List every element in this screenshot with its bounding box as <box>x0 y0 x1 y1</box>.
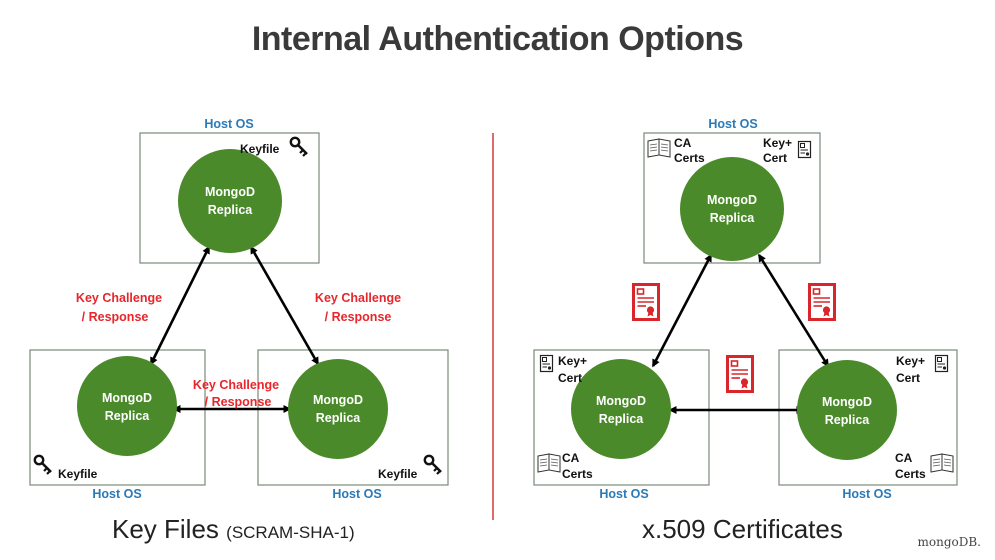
caption-key-files-sub: (SCRAM-SHA-1) <box>226 523 355 542</box>
replica-node-left <box>77 356 177 456</box>
ca-certs-label: CA <box>674 136 692 150</box>
replica-node-left <box>571 359 671 459</box>
replica-label: MongoD <box>205 185 255 199</box>
key-cert-label: Cert <box>558 371 582 385</box>
keyfile-diagram: Host OS Host OS Host OS MongoD Replica M… <box>29 117 449 501</box>
certificate-icon <box>807 282 837 322</box>
replica-label: MongoD <box>707 193 757 207</box>
key-icon <box>33 454 53 476</box>
ca-certs-label: Certs <box>562 467 593 481</box>
arrow-top-left <box>149 245 211 366</box>
replica-label: MongoD <box>102 391 152 405</box>
ca-certs-book-icon <box>537 453 561 473</box>
challenge-label-left: Key Challenge <box>76 291 162 305</box>
replica-node-right <box>797 360 897 460</box>
key-cert-icon <box>797 140 812 159</box>
ca-certs-label: Certs <box>674 151 705 165</box>
x509-diagram: Host OS Host OS Host OS MongoD Replica M… <box>533 117 958 501</box>
host-label-right: Host OS <box>332 487 381 501</box>
challenge-label-bottom: Key Challenge <box>193 378 279 392</box>
replica-label: Replica <box>105 409 151 423</box>
key-cert-icon <box>539 354 554 373</box>
ca-certs-book-icon <box>647 138 671 158</box>
key-cert-label: Key+ <box>763 136 792 150</box>
host-box-right <box>778 349 958 486</box>
replica-node-right <box>288 359 388 459</box>
keyfile-label-top: Keyfile <box>240 142 280 156</box>
host-label-left: Host OS <box>92 487 141 501</box>
ca-certs-label: CA <box>562 451 580 465</box>
replica-label: Replica <box>599 412 645 426</box>
host-label-top: Host OS <box>708 117 757 131</box>
keyfile-label-left: Keyfile <box>58 467 98 481</box>
arrow-top-right <box>249 245 320 366</box>
challenge-label-right: / Response <box>325 310 392 324</box>
host-box-left <box>29 349 206 486</box>
arrow-top-left <box>651 253 713 368</box>
replica-label: Replica <box>316 411 362 425</box>
replica-node-top <box>178 149 282 253</box>
caption-x509: x.509 Certificates <box>642 514 843 544</box>
key-icon <box>289 136 309 158</box>
arrow-top-right <box>757 253 830 368</box>
host-box-left <box>533 349 710 486</box>
certificate-icon <box>631 282 661 322</box>
key-cert-label: Key+ <box>896 354 925 368</box>
replica-node-top <box>680 157 784 261</box>
certificate-icon <box>725 354 755 394</box>
ca-certs-book-icon <box>930 453 954 473</box>
key-cert-icon <box>934 354 949 373</box>
host-box-right <box>257 349 449 486</box>
host-label-top: Host OS <box>204 117 253 131</box>
caption-key-files-main: Key Files <box>112 514 219 544</box>
replica-label: Replica <box>825 413 871 427</box>
key-cert-label: Cert <box>896 371 920 385</box>
key-cert-label: Cert <box>763 151 787 165</box>
ca-certs-label: CA <box>895 451 913 465</box>
host-label-left: Host OS <box>599 487 648 501</box>
replica-label: Replica <box>208 203 254 217</box>
ca-certs-label: Certs <box>895 467 926 481</box>
page-title: Internal Authentication Options <box>251 20 744 58</box>
challenge-label-bottom: / Response <box>205 395 272 409</box>
replica-label: MongoD <box>596 394 646 408</box>
replica-label: MongoD <box>822 395 872 409</box>
host-box-top <box>643 132 821 264</box>
challenge-label-right: Key Challenge <box>315 291 401 305</box>
replica-label: MongoD <box>313 393 363 407</box>
host-box-top <box>139 132 320 264</box>
keyfile-label-right: Keyfile <box>378 467 418 481</box>
key-cert-label: Key+ <box>558 354 587 368</box>
mongodb-logo: mongoDB. <box>917 535 982 549</box>
key-icon <box>423 454 443 476</box>
challenge-label-left: / Response <box>82 310 149 324</box>
caption-key-files: Key Files (SCRAM-SHA-1) <box>112 514 355 545</box>
host-label-right: Host OS <box>842 487 891 501</box>
replica-label: Replica <box>710 211 756 225</box>
